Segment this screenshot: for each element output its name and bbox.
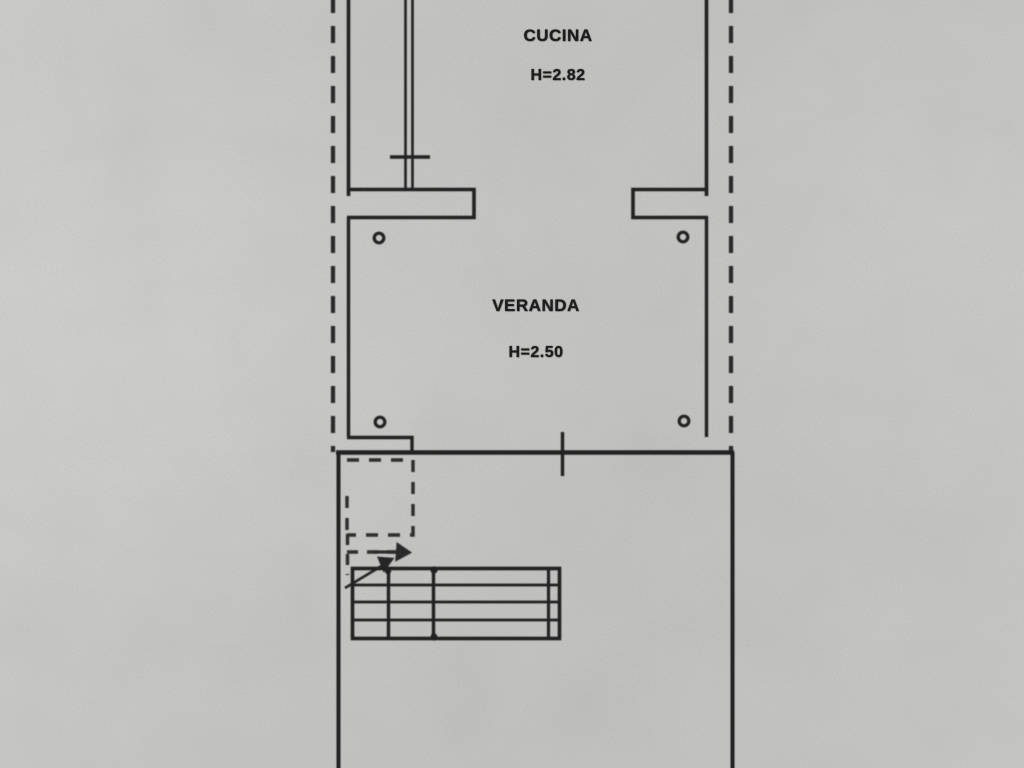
column-top-left-icon [372, 231, 386, 245]
room-height-veranda: H=2.50 [508, 344, 564, 361]
room-height-cucina: H=2.82 [530, 67, 586, 84]
stair-stringer-nodes [384, 566, 438, 641]
column-bottom-right-icon [677, 414, 691, 428]
room-label-cucina: CUCINA [523, 26, 593, 45]
column-bottom-left-icon [373, 415, 387, 429]
stair-stringers [386, 568, 436, 639]
wall-stub-left [347, 187, 476, 220]
veranda-bottom-left-step [347, 435, 414, 452]
stair-outline [350, 566, 562, 641]
column-top-right-icon [676, 230, 690, 244]
stair-landing-projection-dashed [345, 458, 415, 537]
wall-stub-right [631, 187, 708, 220]
column-symbols [372, 230, 691, 429]
cucina-interior-partition [404, 0, 414, 188]
stair-landing-direction-arrow [373, 542, 413, 562]
room-label-veranda: VERANDA [492, 296, 580, 315]
staircase [350, 566, 562, 641]
stair-treads [353, 583, 559, 622]
